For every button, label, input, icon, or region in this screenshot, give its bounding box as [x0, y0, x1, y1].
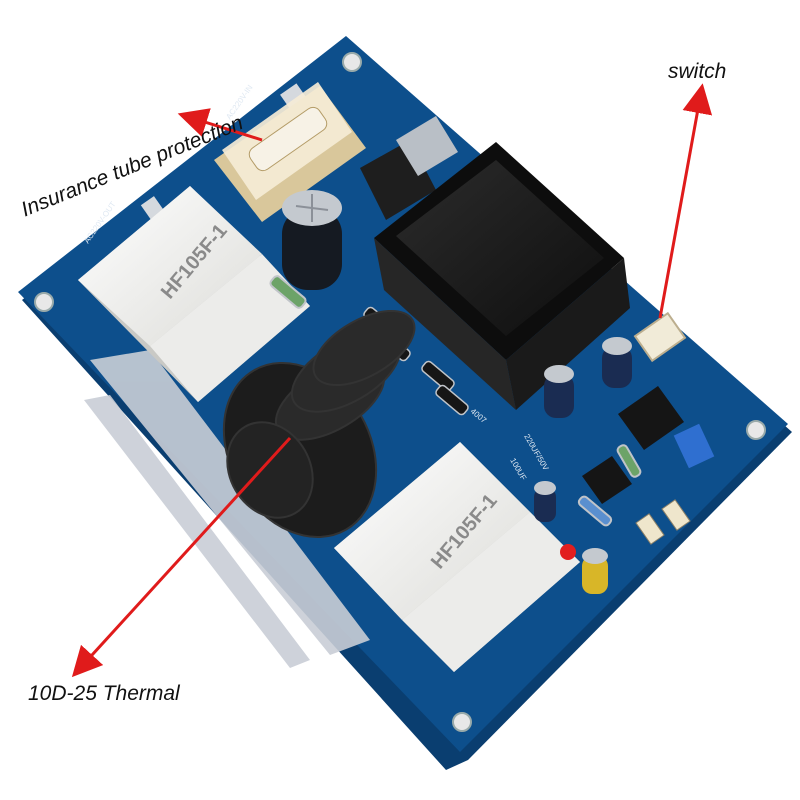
- arrow-fuse: [177, 108, 263, 142]
- trimmer-pot: [673, 423, 715, 469]
- fuse-holder: [214, 82, 366, 222]
- thermistor-ntc: [222, 309, 416, 539]
- relay-2: HF105F-1: [334, 442, 580, 672]
- callout-switch: switch: [668, 60, 727, 83]
- mounting-hole: [746, 420, 766, 440]
- arrow-thermal: [71, 436, 292, 678]
- voltage-regulator: [360, 116, 458, 220]
- transformer: [374, 142, 630, 410]
- switch-connector: [633, 311, 687, 363]
- mounting-hole: [342, 52, 362, 72]
- resistors: [269, 275, 642, 527]
- callout-thermal: 10D-25 Thermal: [28, 682, 180, 705]
- arrow-switch: [658, 83, 713, 319]
- mounting-hole: [452, 712, 472, 732]
- mounting-hole: [34, 292, 54, 312]
- ic-chips: [582, 386, 684, 504]
- mounting-holes: [34, 52, 766, 732]
- small-capacitors: [534, 337, 632, 594]
- capacitor-large: [282, 190, 342, 290]
- jumper-pins: [635, 499, 691, 545]
- relay-1: HF105F-1: [78, 186, 310, 402]
- led-red: [560, 544, 576, 560]
